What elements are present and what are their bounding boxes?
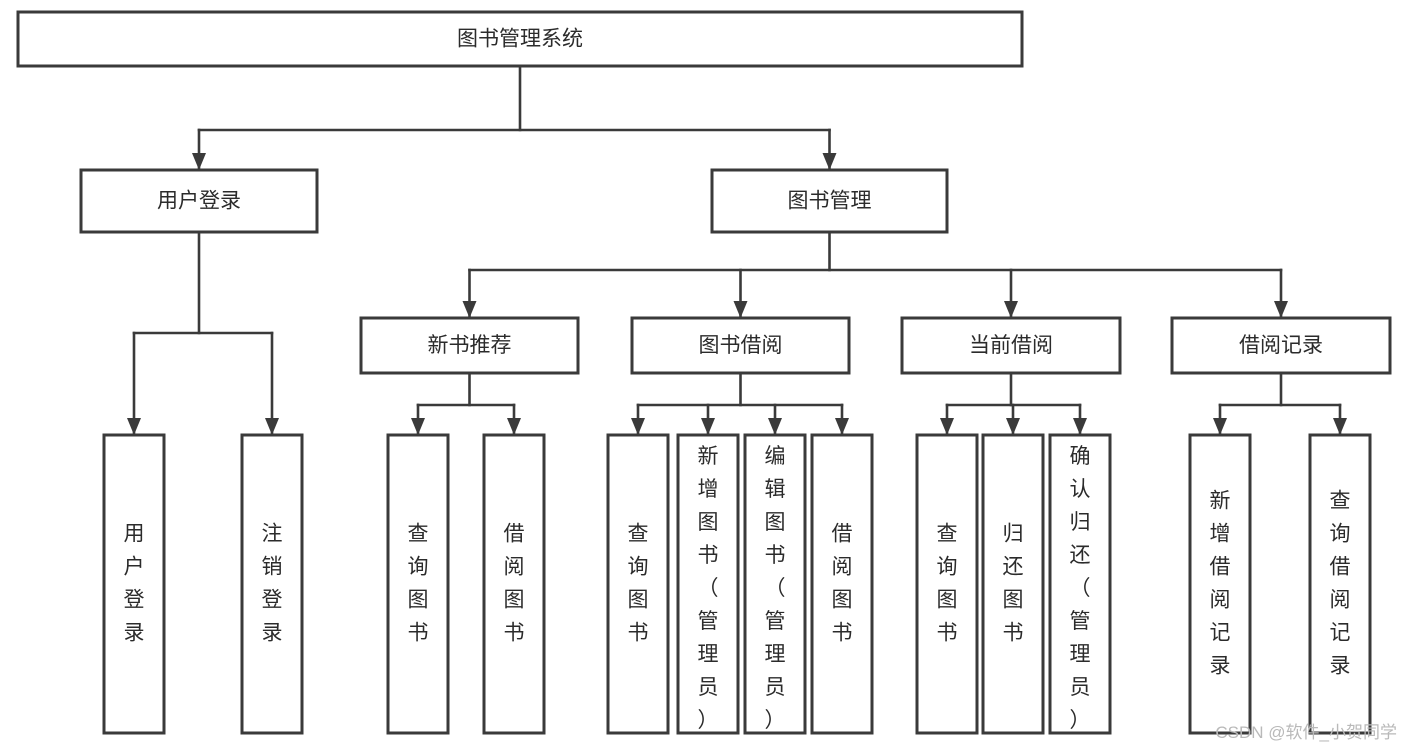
conn-book-borrow-branch-1-arrowhead [701,418,715,435]
conn-book-borrow-branch-2-arrowhead [768,418,782,435]
node-book-borrow[interactable]: 图书借阅 [630,316,851,375]
node-leaf-return-book[interactable]: 归还图书 [981,433,1045,735]
node-book-borrow-box[interactable] [630,316,851,375]
node-new-book-recommend-label: 新书推荐 [428,334,512,357]
node-book-manage-label: 图书管理 [788,190,872,213]
node-root[interactable]: 图书管理系统 [16,10,1024,68]
node-leaf-borrow-book-2-box[interactable] [810,433,874,735]
node-user-login-label: 用户登录 [157,190,241,213]
node-leaf-add-book-box[interactable] [676,433,740,735]
node-new-book-recommend-box[interactable] [359,316,580,375]
node-leaf-edit-book-box[interactable] [743,433,807,735]
node-root-box[interactable] [16,10,1024,68]
node-leaf-query-book-2-box[interactable] [606,433,670,735]
node-user-login-box[interactable] [79,168,319,234]
node-leaf-add-record[interactable]: 新增借阅记录 [1188,433,1252,735]
connector-lines-group [127,64,1347,437]
conn-borrow-record-branch-0-arrowhead [1213,418,1227,435]
conn-current-borrow-branch-2-arrowhead [1073,418,1087,435]
node-leaf-query-book-3[interactable]: 查询图书 [915,433,979,735]
node-leaf-query-book-1-label: 查询图书 [408,522,429,644]
node-borrow-record-box[interactable] [1170,316,1392,375]
conn-user-login-branch-1-arrowhead [265,418,279,435]
node-user-login[interactable]: 用户登录 [79,168,319,234]
node-current-borrow[interactable]: 当前借阅 [900,316,1122,375]
node-leaf-add-book-label: 新增图书（管理员） [698,445,719,732]
node-current-borrow-label: 当前借阅 [969,334,1053,357]
node-leaf-query-book-1-box[interactable] [386,433,450,735]
conn-book-manage-branch-3-arrowhead [1274,301,1288,318]
node-leaf-query-book-1[interactable]: 查询图书 [386,433,450,735]
conn-book-manage-branch-2-arrowhead [1004,301,1018,318]
node-leaf-query-record-box[interactable] [1308,433,1372,735]
node-leaf-query-book-2[interactable]: 查询图书 [606,433,670,735]
node-leaf-logout-box[interactable] [240,433,304,735]
node-leaf-borrow-book-2[interactable]: 借阅图书 [810,433,874,735]
node-book-manage[interactable]: 图书管理 [710,168,949,234]
node-current-borrow-box[interactable] [900,316,1122,375]
node-leaf-logout-label: 注销登录 [262,522,283,644]
node-leaf-borrow-book-1[interactable]: 借阅图书 [482,433,546,735]
node-leaf-edit-book[interactable]: 编辑图书（管理员） [743,433,807,735]
conn-current-borrow-branch-1-arrowhead [1006,418,1020,435]
node-leaf-add-record-label: 新增借阅记录 [1210,489,1231,677]
node-leaf-user-login-box[interactable] [102,433,166,735]
conn-root-branch-1-arrowhead [822,153,837,170]
conn-book-borrow-branch-3-arrowhead [835,418,849,435]
node-leaf-return-book-box[interactable] [981,433,1045,735]
node-leaf-add-record-box[interactable] [1188,433,1252,735]
flowchart-nodes-group: 图书管理系统用户登录图书管理新书推荐图书借阅当前借阅借阅记录用户登录注销登录查询… [16,10,1392,735]
node-leaf-query-record-label: 查询借阅记录 [1330,489,1351,677]
node-leaf-logout[interactable]: 注销登录 [240,433,304,735]
node-borrow-record[interactable]: 借阅记录 [1170,316,1392,375]
node-book-borrow-label: 图书借阅 [699,334,783,357]
node-leaf-confirm-return[interactable]: 确认归还（管理员） [1048,433,1112,735]
conn-current-borrow-branch-0-arrowhead [940,418,954,435]
conn-book-borrow-branch-0-arrowhead [631,418,645,435]
node-leaf-edit-book-label: 编辑图书（管理员） [765,445,786,732]
node-leaf-user-login-label: 用户登录 [124,522,145,644]
node-book-manage-box[interactable] [710,168,949,234]
conn-new-book-recommend-branch-1-arrowhead [507,418,521,435]
node-leaf-borrow-book-1-label: 借阅图书 [504,522,525,644]
node-leaf-query-book-3-label: 查询图书 [937,522,958,644]
node-leaf-borrow-book-1-box[interactable] [482,433,546,735]
csdn-watermark: CSDN @软件_小贺同学 [1215,723,1397,742]
node-leaf-confirm-return-box[interactable] [1048,433,1112,735]
node-leaf-add-book[interactable]: 新增图书（管理员） [676,433,740,735]
node-leaf-query-book-3-box[interactable] [915,433,979,735]
node-leaf-borrow-book-2-label: 借阅图书 [832,522,853,644]
node-new-book-recommend[interactable]: 新书推荐 [359,316,580,375]
conn-borrow-record-branch-1-arrowhead [1333,418,1347,435]
node-leaf-return-book-label: 归还图书 [1003,522,1024,644]
conn-user-login-branch-0-arrowhead [127,418,141,435]
conn-root-branch-0-arrowhead [192,153,206,170]
node-leaf-user-login[interactable]: 用户登录 [102,433,166,735]
node-leaf-confirm-return-label: 确认归还（管理员） [1070,445,1091,732]
node-leaf-query-record[interactable]: 查询借阅记录 [1308,433,1372,735]
node-borrow-record-label: 借阅记录 [1239,334,1323,357]
conn-book-manage-branch-0-arrowhead [462,301,477,318]
conn-book-manage-branch-1-arrowhead [733,301,748,318]
conn-new-book-recommend-branch-0-arrowhead [411,418,425,435]
node-root-label: 图书管理系统 [457,28,583,51]
node-leaf-query-book-2-label: 查询图书 [628,522,649,644]
